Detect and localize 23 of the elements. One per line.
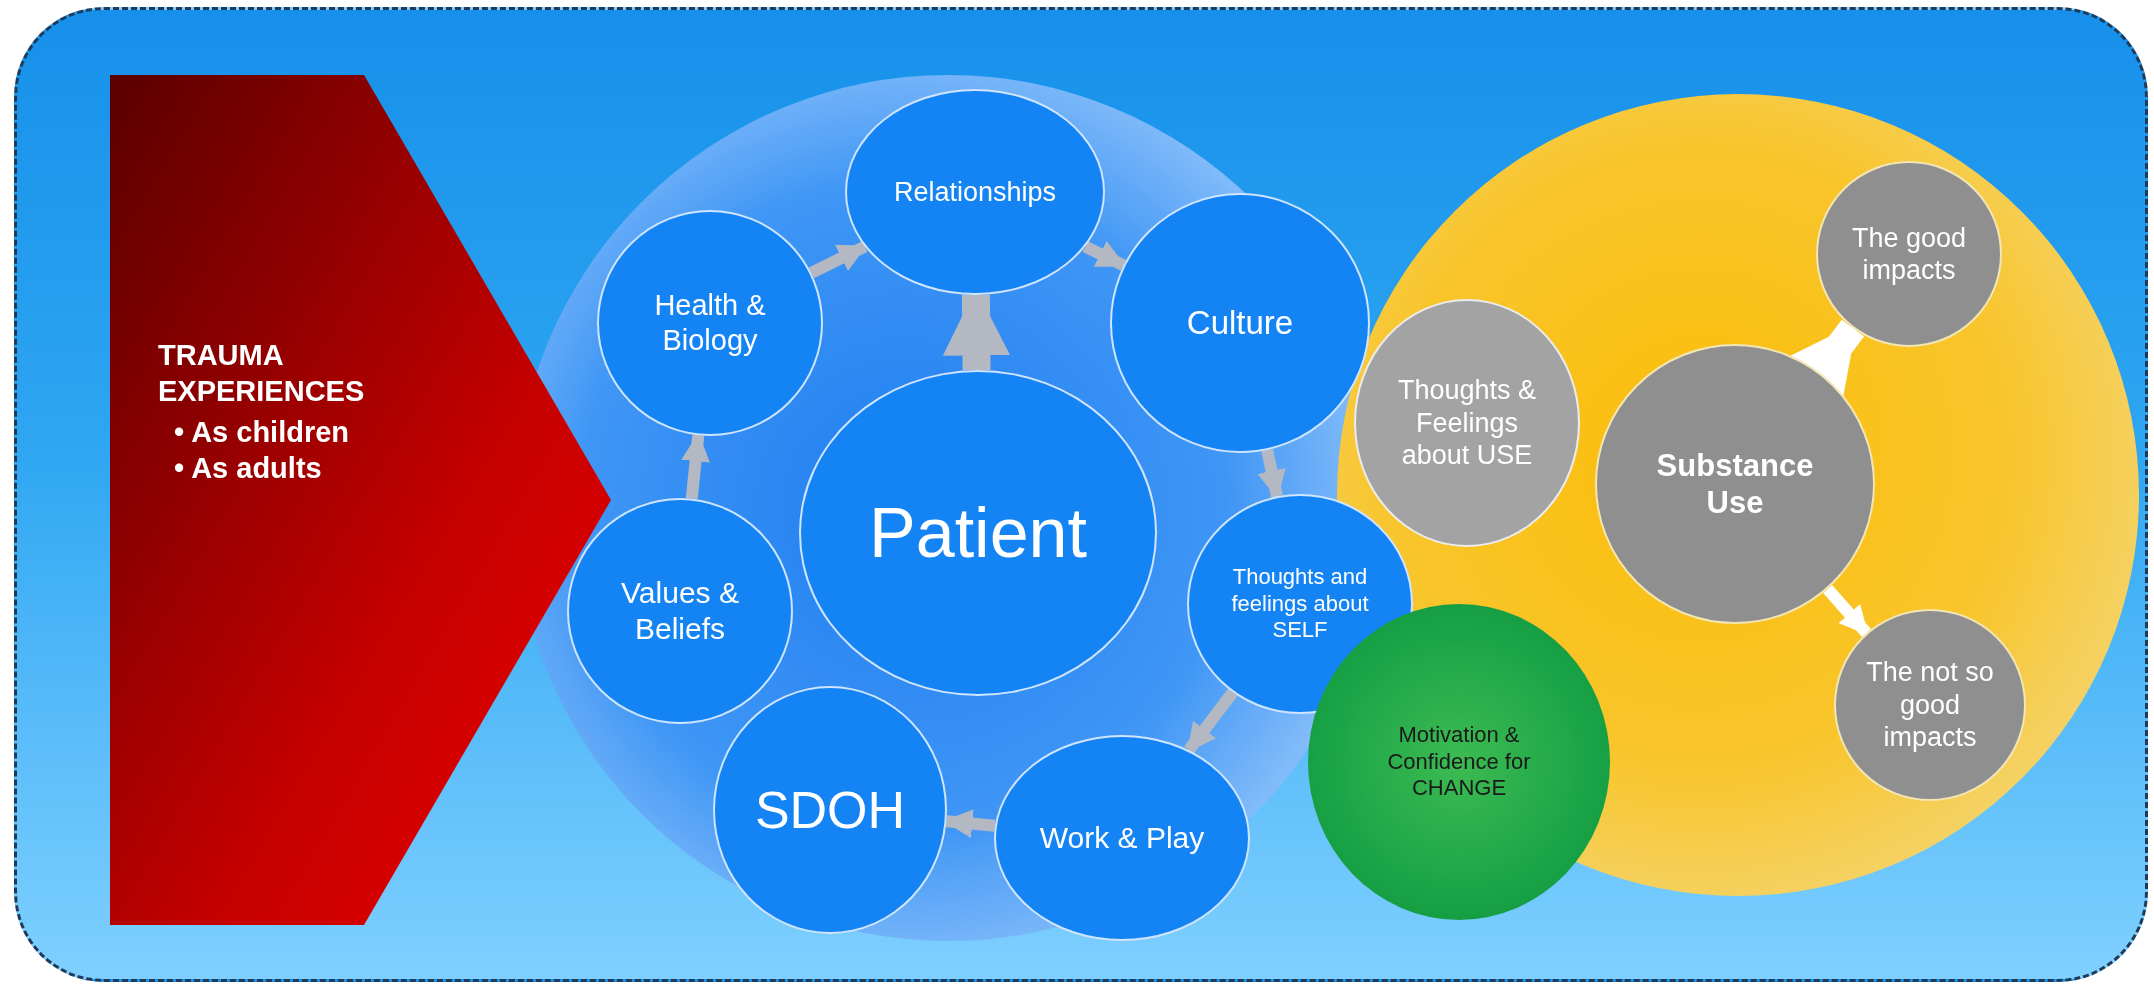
circle-label: Health & Biology xyxy=(653,288,767,358)
bullet-item: • As adults xyxy=(174,450,323,486)
arrow xyxy=(808,241,868,279)
circle-label: SDOH xyxy=(754,779,906,841)
banner-heading: TRAUMA EXPERIENCES xyxy=(158,338,366,410)
circle-label: The good impacts xyxy=(1850,221,1968,287)
circle-label: Work & Play xyxy=(1039,820,1205,856)
arrow xyxy=(681,432,710,500)
arrow xyxy=(1257,448,1286,500)
circle-label: Patient xyxy=(869,493,1087,574)
circle-label: Thoughts & Feelings about USE xyxy=(1396,374,1538,472)
arrow xyxy=(1184,688,1238,754)
circle-label: Relationships xyxy=(893,175,1057,209)
circle-label: Culture xyxy=(1186,303,1294,343)
circle-label: Values & Beliefs xyxy=(620,575,740,647)
circle-label: Thoughts and feelings about SELF xyxy=(1230,564,1370,644)
circle-label: Motivation & Confidence for CHANGE xyxy=(1386,722,1532,802)
bullet-item: • As children xyxy=(174,414,351,450)
circle-label: Substance Use xyxy=(1655,446,1815,522)
arrow xyxy=(1789,319,1865,397)
arrow xyxy=(1823,585,1871,637)
circle-label: The not so good impacts xyxy=(1865,656,1995,754)
arrow xyxy=(1082,241,1127,271)
